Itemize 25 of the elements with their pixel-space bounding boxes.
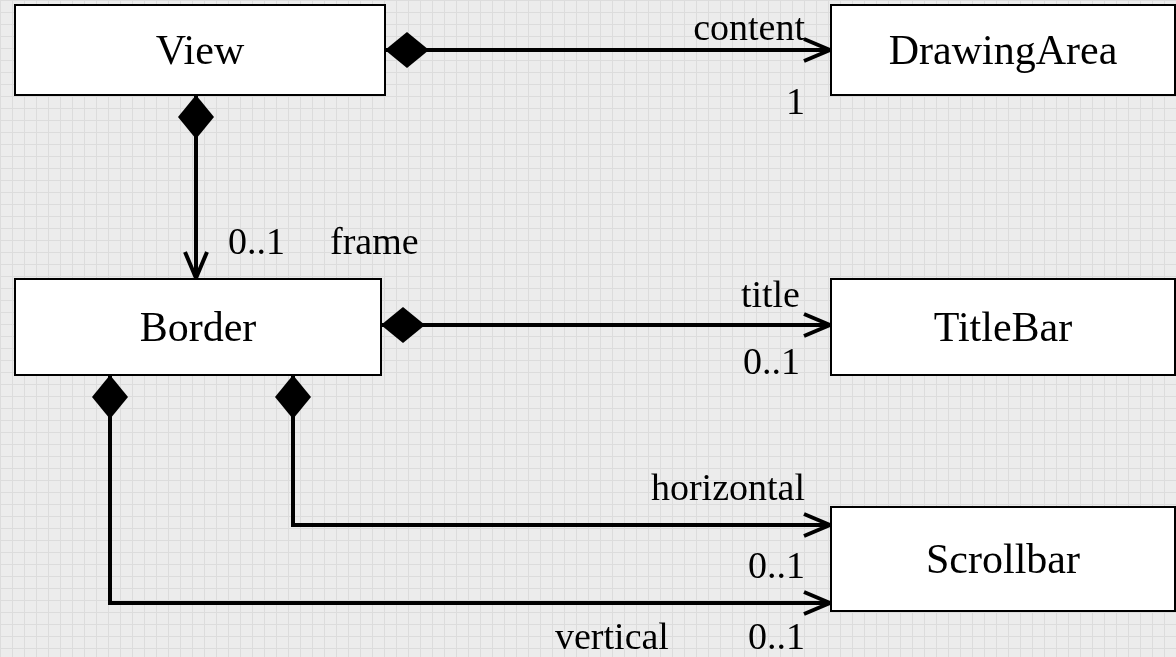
- role-label: vertical: [555, 617, 669, 655]
- composition-arrow: [385, 32, 832, 68]
- role-label: frame: [330, 222, 419, 260]
- role-label: title: [740, 275, 800, 313]
- composition-arrow: [92, 375, 832, 616]
- class-name: Scrollbar: [926, 538, 1080, 580]
- composition-arrow: [275, 375, 832, 538]
- composition-arrow: [381, 307, 832, 343]
- class-name: DrawingArea: [888, 29, 1118, 71]
- class-box: [830, 4, 1176, 96]
- multiplicity-label: 0..1: [743, 342, 800, 380]
- multiplicity-label: 0..1: [748, 617, 805, 655]
- class-box: [14, 4, 386, 96]
- class-box: [830, 278, 1176, 376]
- class-box: [830, 506, 1176, 612]
- class-name: View: [155, 29, 245, 71]
- multiplicity-label: 1: [786, 82, 805, 120]
- class-name: Border: [139, 306, 257, 348]
- role-label: content: [693, 8, 805, 46]
- multiplicity-label: 0..1: [228, 222, 285, 260]
- composition-arrow: [178, 95, 214, 280]
- class-box: [14, 278, 382, 376]
- class-name: TitleBar: [933, 306, 1073, 348]
- multiplicity-label: 0..1: [748, 546, 805, 584]
- role-label: horizontal: [650, 468, 805, 506]
